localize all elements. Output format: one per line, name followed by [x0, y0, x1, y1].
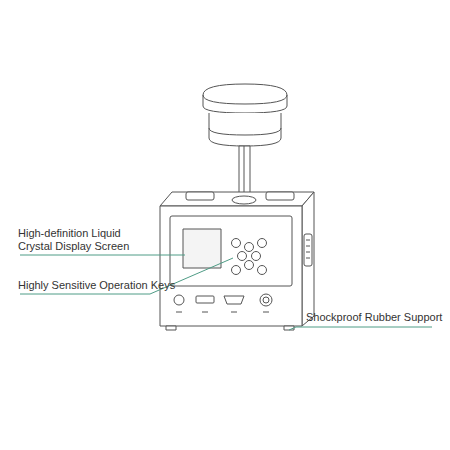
callout-label: High-definition Liquid Crystal Display S… [18, 227, 150, 253]
callout-label: Highly Sensitive Operation Keys [18, 279, 218, 292]
callout-label: Shockproof Rubber Support [306, 311, 446, 324]
